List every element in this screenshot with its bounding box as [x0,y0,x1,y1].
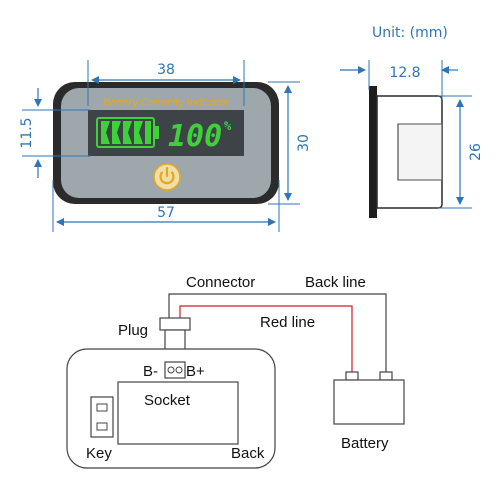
dimension-lines-side: 12.8 26 [340,60,484,209]
battery-label: Battery [341,435,389,452]
dimension-lcd-width: 38 [157,62,175,78]
device-side-view [369,86,443,218]
dimension-width: 57 [157,205,175,221]
battery-segment-2 [112,121,121,144]
key-label: Key [86,445,112,462]
red-line-wire [179,305,353,374]
battery-terminal [154,126,159,139]
battery-segment-1 [101,121,110,144]
back-line-label: Back line [305,274,366,291]
red-line-label: Red line [260,314,315,331]
dimension-lines-front: 38 11.5 30 57 [19,60,312,232]
terminal-block [164,361,186,379]
battery-segment-3 [123,121,132,144]
wiring-diagram: Connector Back line Red line Plug B- B+ … [66,274,405,469]
battery-segment-4 [134,121,143,144]
back-label: Back [231,445,265,462]
percent-value: 100 [168,119,222,154]
socket-outline [117,381,239,445]
key-switch[interactable] [90,396,114,438]
power-button[interactable] [153,163,181,191]
connector-label: Connector [186,274,255,291]
dimension-lcd-height: 11.5 [19,117,35,148]
battery-level-icon [96,117,159,148]
plug-label: Plug [118,322,148,339]
socket-label: Socket [144,392,191,409]
dimension-side-height: 26 [468,143,484,161]
percent-sign: % [224,119,232,133]
unit-label: Unit: (mm) [372,25,448,41]
dimension-height: 30 [296,134,312,152]
battery-symbol [333,371,405,425]
b-minus-label: B- [143,363,158,380]
battery-segment-5 [145,121,151,144]
device-front-view: Battery Capacity Indicator 100 % [53,82,279,204]
back-line-wire [168,293,387,374]
power-icon [159,171,175,185]
b-plus-label: B+ [186,363,205,380]
side-bezel [369,86,377,218]
dimension-depth: 12.8 [389,65,420,81]
device-title: Battery Capacity Indicator [103,97,230,109]
side-clip [397,123,443,181]
